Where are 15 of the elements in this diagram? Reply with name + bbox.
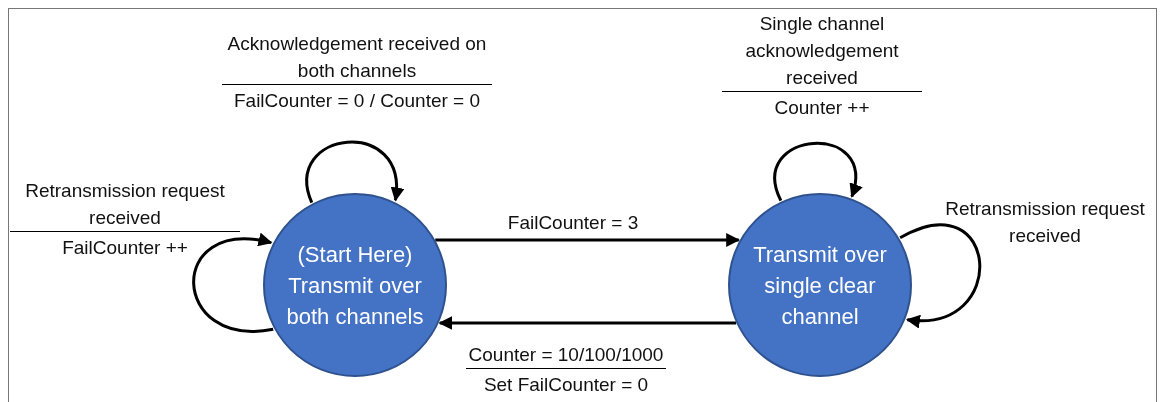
- state-label: Transmit over both channels: [285, 271, 425, 331]
- arrow: [435, 233, 741, 247]
- edge-label: Acknowledgement received on both channels FailCounter = 0 / Counter = 0: [222, 30, 492, 114]
- state-label: Transmit over single clear channel: [752, 240, 888, 331]
- self-loop-arrow: [192, 233, 274, 333]
- state-label: (Start Here): [297, 240, 413, 269]
- edge-label: Counter = 10/100/1000 Set FailCounter = 0: [466, 341, 666, 398]
- self-loop-arrow: [899, 223, 982, 327]
- edge-label: Retransmission request received: [944, 197, 1146, 248]
- edge-label: Retransmission request received FailCounter ++: [10, 177, 240, 261]
- self-loop-arrow: [773, 141, 862, 202]
- self-loop-arrow: [305, 140, 403, 204]
- edge-label: FailCounter = 3: [506, 211, 640, 235]
- edge-label: Single channel acknowledgement received Counter ++: [722, 10, 922, 121]
- arrow: [438, 316, 737, 330]
